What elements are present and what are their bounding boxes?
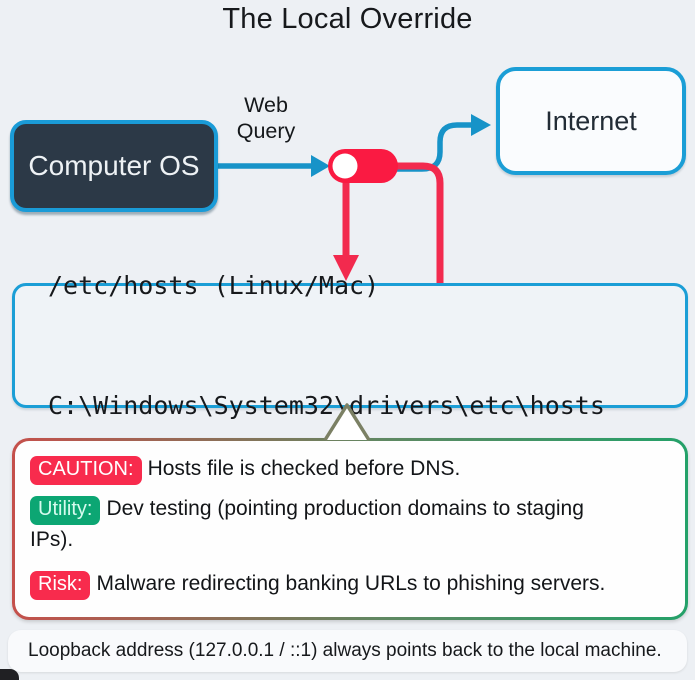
page-title: The Local Override (222, 3, 473, 35)
callout-row-risk: Risk:Malware redirecting banking URLs to… (30, 569, 670, 600)
utility-badge: Utility: (30, 496, 101, 525)
utility-text: Dev testing (pointing production domains… (30, 497, 584, 551)
hosts-path-windows: C:\Windows\System32\drivers\etc\hosts (48, 390, 605, 420)
loopback-note: Loopback address (127.0.0.1 / ::1) alway… (8, 630, 687, 672)
toggle-knob-icon (332, 153, 358, 179)
caution-text: Hosts file is checked before DNS. (147, 457, 461, 480)
node-internet: Internet (496, 67, 686, 175)
callout-content: CAUTION:Hosts file is checked before DNS… (15, 441, 685, 617)
callout-row-caution: CAUTION:Hosts file is checked before DNS… (30, 454, 670, 485)
arrowhead-icon (311, 155, 330, 177)
risk-text: Malware redirecting banking URLs to phis… (96, 571, 606, 595)
risk-badge: Risk: (30, 570, 91, 600)
callout-row-utility: Utility:Dev testing (pointing production… (30, 494, 622, 555)
web-query-arrow (218, 155, 330, 177)
callout-panel: CAUTION:Hosts file is checked before DNS… (12, 438, 688, 620)
arrowhead-icon (471, 114, 491, 136)
node-hosts-file: /etc/hosts (Linux/Mac) C:\Windows\System… (12, 271, 688, 420)
caution-badge: CAUTION: (30, 456, 142, 485)
node-computer-os: Computer OS (10, 120, 218, 212)
hosts-file-paths: /etc/hosts (Linux/Mac) C:\Windows\System… (15, 186, 605, 506)
override-toggle-switch-icon (328, 149, 398, 183)
web-query-label: Web Query (236, 93, 296, 143)
computer-os-label: Computer OS (28, 150, 200, 181)
internet-label: Internet (545, 105, 637, 136)
hosts-path-linux-mac: /etc/hosts (Linux/Mac) (48, 270, 380, 300)
callout-pointer-icon (323, 403, 371, 441)
loopback-note-text: Loopback address (127.0.0.1 / ::1) alway… (28, 640, 662, 661)
switch-to-internet-wire (396, 114, 491, 172)
cropped-corner-artifact (0, 669, 19, 680)
